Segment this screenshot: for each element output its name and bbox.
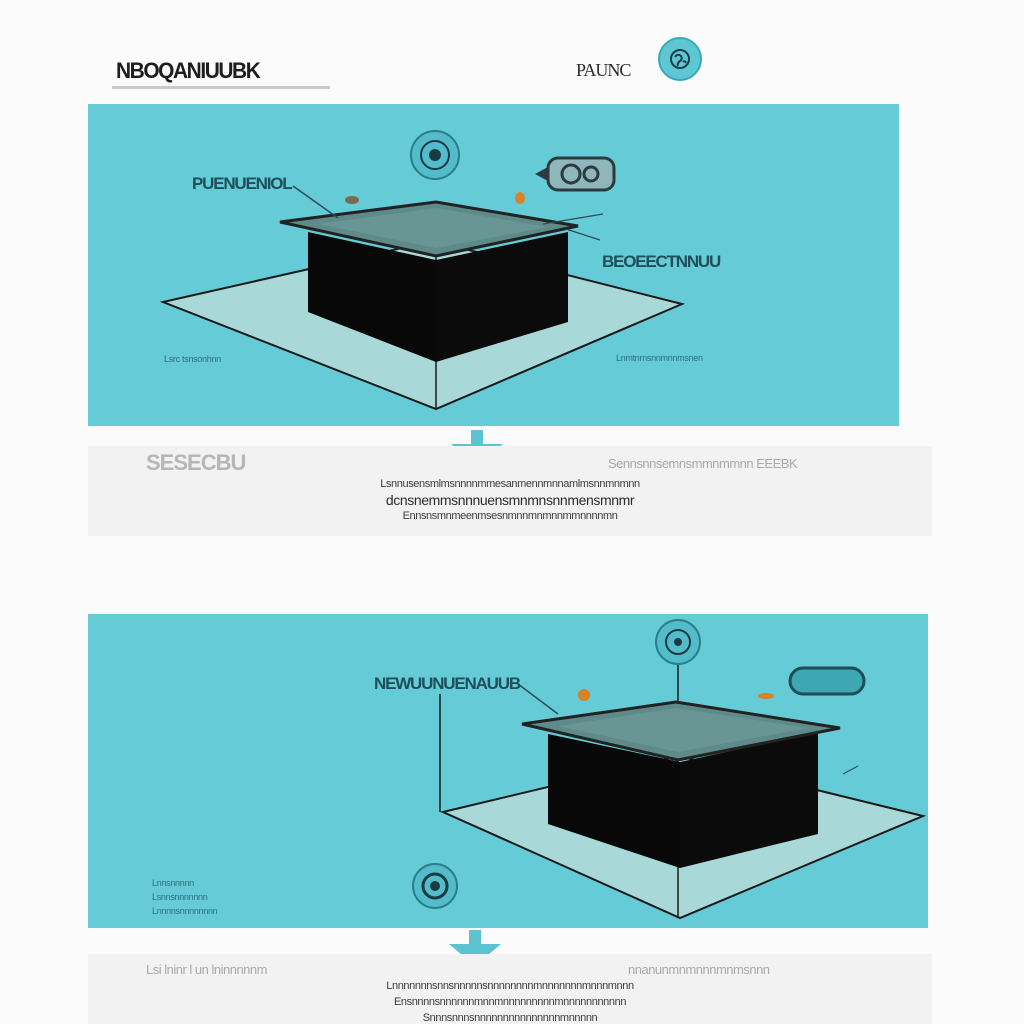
speaker-icon[interactable]: [535, 156, 616, 192]
diagram-panel-2: NEWUUNUENAUUB Lnnsnnnnn Lsnnsnnnnnnn Lnn…: [88, 614, 928, 928]
box-front-left: [548, 734, 680, 868]
caption-line: Snnnsnnnsnnnnnnnnnnnnnnnmnnnnn: [422, 1012, 598, 1024]
caption-heading: SESECBU: [146, 450, 246, 475]
caption-line: dcnsnemmsnnnuensmnmnsnnmensmnmr: [385, 492, 635, 508]
caption-side-text: Sennsnnsemnsmmnmmnn EEEBK: [608, 456, 798, 471]
accent-dot: [578, 689, 590, 701]
accent-dot-right: [515, 192, 525, 204]
accent-dash: [758, 693, 774, 699]
small-caption-left: Lsrc tsnsonhnn: [164, 354, 221, 364]
diagram-panel-1: PUENUENIOL BEOEECTNNUU Lsrc tsnsonhnn Ln…: [88, 104, 899, 426]
pointer-line: [517, 683, 559, 715]
caption-line: Lnnnnnnnsnnsnnnnnsnnnnnnnnmnnnnnnnmnnnmn…: [386, 980, 634, 992]
box-front-left: [308, 232, 436, 362]
small-line: Lnnnnsnnnnnnnn: [152, 906, 218, 916]
pointer-line-right: [842, 765, 859, 775]
box-front-right: [680, 732, 818, 868]
caption-line: Ensnnnnsnnnnnnmnnmnnnnnnnnnmnnnnnnnnnnn: [393, 996, 627, 1008]
small-line: Lnnsnnnnn: [152, 878, 194, 888]
caption-box-2: Lsi lninr l un lninnnnnm nnanunmnmnnnmnm…: [88, 954, 932, 1024]
caption-box-1: SESECBU Sennsnnsemnsmmnmmnn EEEBK Lsnnus…: [88, 446, 932, 536]
pointer-line-right-2: [565, 228, 601, 241]
label-right: BEOEECTNNUU: [602, 252, 721, 271]
page-title: NBOQANIUUBK: [116, 58, 261, 83]
globe-icon[interactable]: [412, 863, 458, 909]
lid-inner: [558, 708, 808, 752]
label-left: PUENUENIOL: [192, 174, 293, 193]
globe-icon: [670, 49, 690, 69]
box-front-right: [436, 232, 568, 362]
target-icon[interactable]: [410, 130, 460, 180]
pointer-line-right: [542, 213, 604, 225]
caption-side-text: nnanunmnmnnnmnmsnnn: [628, 962, 770, 977]
pill-icon[interactable]: [788, 666, 866, 696]
small-caption-right: Lnmtnrnsnnmnnmsnen: [616, 353, 703, 363]
label-top: NEWUUNUENAUUB: [374, 674, 521, 693]
pointer-line-left: [292, 185, 339, 219]
small-line: Lsnnsnnnnnnn: [152, 892, 208, 902]
lid-inner: [318, 208, 548, 248]
title-underline: [112, 86, 330, 89]
menu-label[interactable]: PAUNC: [576, 60, 631, 80]
caption-line: Lsnnusensmlmsnnnnmmesanmennmnnamlmsnnmnm…: [380, 478, 640, 490]
caption-heading: Lsi lninr l un lninnnnnm: [146, 962, 267, 977]
caption-line: Ennsnsmnmeenmsesnmnnmnmnnmmnnnnmn: [402, 510, 618, 522]
accent-dot-left: [345, 196, 359, 204]
globe-button[interactable]: [658, 37, 702, 81]
target-icon[interactable]: [655, 619, 701, 665]
box-diagram-1: [159, 130, 686, 411]
box-diagram-2: [412, 619, 927, 920]
